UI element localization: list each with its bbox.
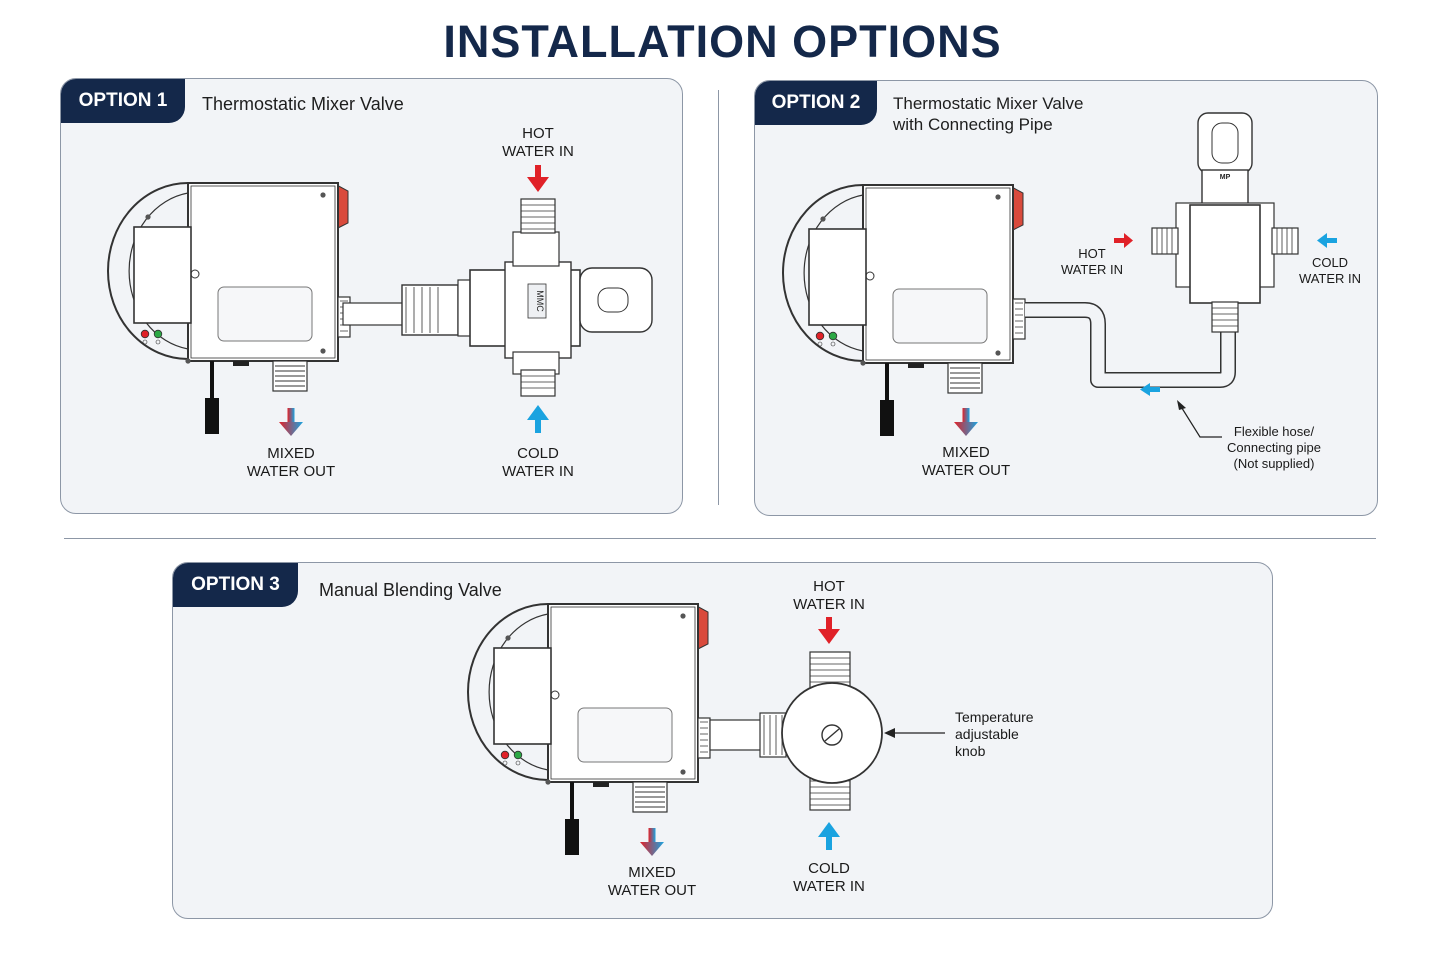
opt3-manual-blending-valve — [709, 651, 883, 811]
option-1-subtitle: Thermostatic Mixer Valve — [202, 94, 404, 114]
opt3-mixed-arrow-icon — [640, 828, 664, 856]
svg-text:MMC: MMC — [535, 290, 545, 312]
opt2-mixed-label: MIXED WATER OUT — [921, 444, 1011, 479]
opt2-mixed-arrow-icon — [954, 408, 978, 436]
opt3-knob-leader-line — [884, 728, 945, 738]
option-2-subtitle-line-2: with Connecting Pipe — [893, 115, 1053, 134]
option-3-subtitle: Manual Blending Valve — [319, 580, 502, 600]
page-title: INSTALLATION OPTIONS — [443, 16, 1002, 67]
opt3-cold-label: COLD WATER IN — [793, 860, 865, 895]
option-2-panel: OPTION 2 Thermostatic Mixer Valve with C… — [754, 80, 1378, 516]
opt3-hot-arrow-icon — [818, 617, 840, 644]
opt2-cold-label: COLD WATER IN — [1298, 255, 1362, 286]
opt2-flexible-hose — [1025, 302, 1236, 388]
option-2-subtitle-line-1: Thermostatic Mixer Valve — [893, 94, 1084, 113]
opt2-cold-arrow-icon — [1317, 233, 1337, 248]
option-2-tab: OPTION 2 — [755, 81, 877, 125]
opt3-cold-arrow-icon — [818, 822, 840, 850]
horizontal-divider — [64, 538, 1376, 539]
opt2-flow-arrow-icon — [1140, 383, 1160, 396]
opt1-hot-arrow-icon — [527, 165, 549, 192]
opt1-mixed-label: MIXED WATER OUT — [246, 445, 336, 480]
opt1-thermostatic-valve: MMC — [342, 198, 653, 397]
opt1-hot-label: HOT WATER IN — [502, 125, 574, 160]
vertical-divider — [718, 90, 719, 505]
opt1-controller-unit — [106, 181, 352, 436]
option-1-tab: OPTION 1 — [61, 79, 185, 123]
opt3-hot-label: HOT WATER IN — [793, 578, 865, 613]
opt1-mixed-arrow-icon — [279, 408, 303, 436]
option-3-tab: OPTION 3 — [173, 563, 298, 607]
opt3-mixed-label: MIXED WATER OUT — [607, 864, 697, 899]
opt2-thermostatic-valve: MP — [1151, 112, 1299, 333]
opt2-hot-label: HOT WATER IN — [1060, 246, 1124, 277]
opt2-hose-leader-line — [1177, 400, 1222, 438]
svg-text:MP: MP — [1220, 174, 1231, 181]
opt1-cold-arrow-icon — [527, 405, 549, 433]
opt2-controller-unit — [781, 183, 1027, 438]
opt2-hose-label: Flexible hose/ Connecting pipe (Not supp… — [1227, 424, 1321, 471]
opt2-hot-arrow-icon — [1114, 233, 1133, 248]
opt3-knob-label: Temperature adjustable knob — [955, 709, 1034, 759]
opt1-cold-label: COLD WATER IN — [502, 445, 574, 480]
opt3-controller-unit — [466, 602, 712, 857]
